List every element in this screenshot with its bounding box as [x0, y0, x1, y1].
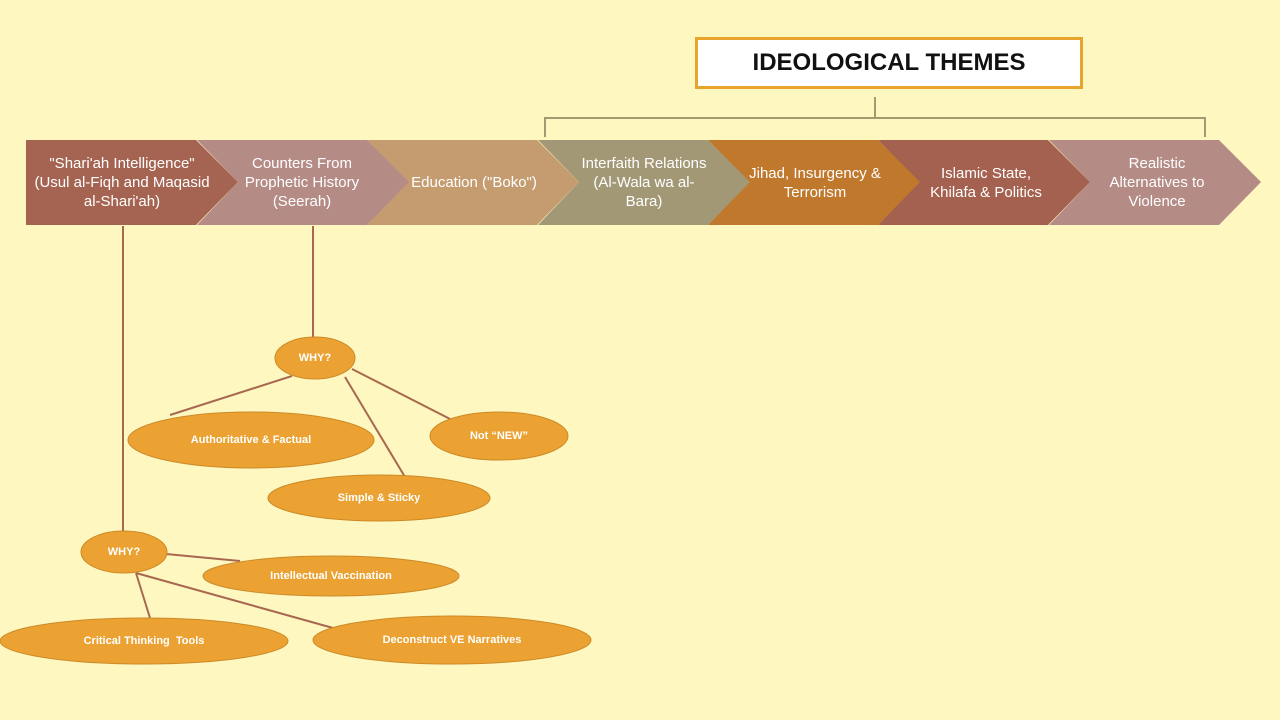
reason-simple-label: Simple & Sticky [337, 492, 421, 504]
reason-vaccination-label: Intellectual Vaccination [270, 570, 392, 582]
connectors [122, 226, 453, 629]
chevron-education [367, 140, 579, 225]
chevron-islamic-state [878, 140, 1090, 225]
theme-label-seerah: Counters From Prophetic History (Seerah) [244, 155, 360, 210]
theme-label-education: Education ("Boko") [411, 174, 537, 191]
shariah-why-oval [80, 530, 168, 574]
theme-chevrons [26, 140, 1261, 225]
theme-label-alternatives: Realistic Alternatives to Violence [1109, 155, 1205, 210]
reason-critical-label: Critical Thinking Tools [83, 635, 205, 647]
seerah-why-oval [274, 336, 356, 380]
reason-oval-simple [267, 474, 491, 522]
reason-deconstruct-label: Deconstruct VE Narratives [382, 634, 522, 646]
reason-oval-not-new [429, 411, 569, 461]
theme-label-interfaith: Interfaith Relations (Al-Wala wa al-Bara… [581, 155, 707, 210]
shariah-why-label: WHY? [107, 546, 141, 558]
reason-oval-authoritative [127, 411, 375, 469]
theme-label-shariah: "Shari'ah Intelligence" (Usul al-Fiqh an… [34, 155, 210, 210]
chevron-realistic-alternatives [1049, 140, 1261, 225]
theme-label-islamic-state: Islamic State, Khilafa & Politics [930, 164, 1042, 201]
chevron-shariah [26, 140, 238, 225]
reason-authoritative-label: Authoritative & Factual [190, 434, 312, 446]
reason-oval-critical [0, 617, 289, 665]
reason-oval-vaccination [202, 555, 460, 597]
chevron-jihad [708, 140, 920, 225]
chevron-seerah [197, 140, 409, 225]
title-bracket [544, 97, 1206, 137]
reason-oval-deconstruct [312, 615, 592, 665]
chevron-interfaith [538, 140, 750, 225]
reason-not-new-label: Not “NEW” [469, 430, 529, 442]
seerah-why-label: WHY? [298, 352, 332, 364]
theme-label-jihad: Jihad, Insurgency & Terrorism [749, 164, 881, 201]
why-ovals [0, 336, 592, 665]
page-title: IDEOLOGICAL THEMES [695, 37, 1083, 89]
